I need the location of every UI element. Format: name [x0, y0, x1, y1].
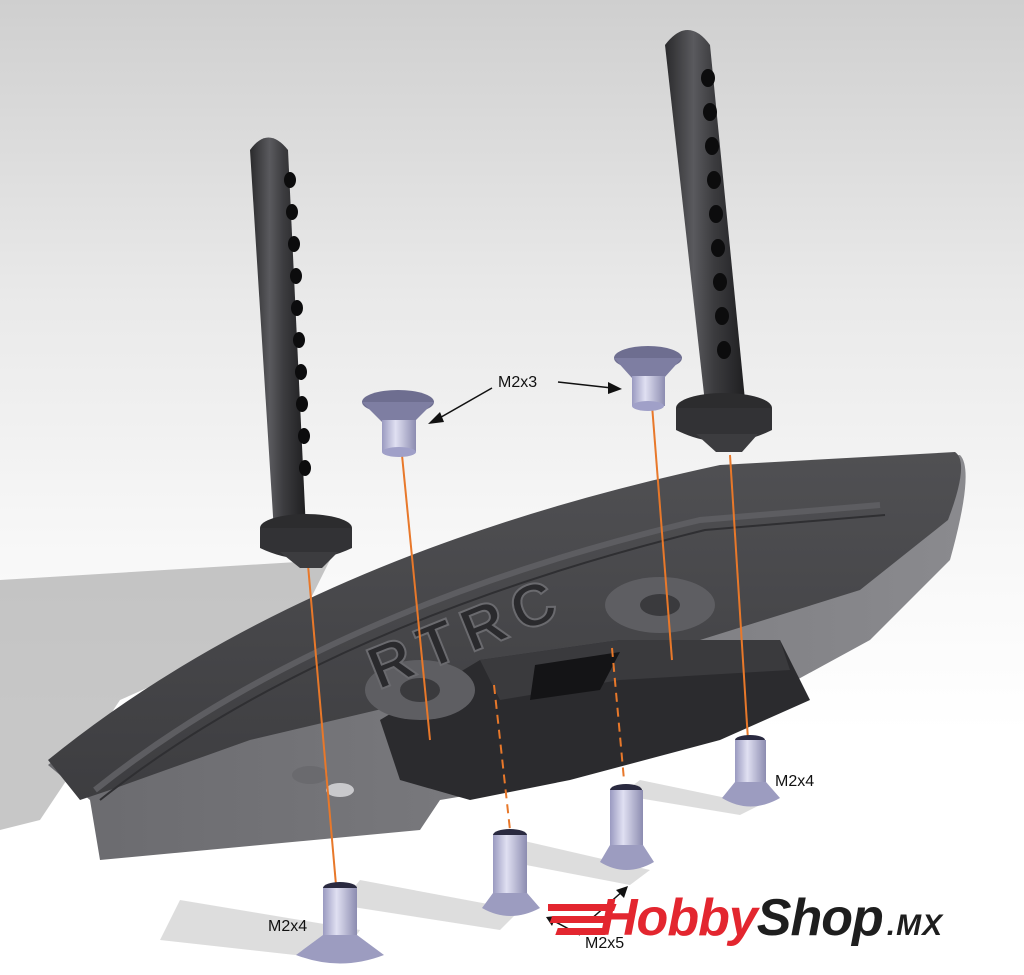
screw-m2x4-bottom-left: [296, 882, 384, 964]
body-post-right: [665, 30, 772, 452]
body-post-left: [250, 137, 352, 568]
hobbyshop-watermark-logo: Hobby Shop .MX: [600, 888, 943, 948]
screw-m2x3-left: [362, 390, 434, 457]
screw-m2x3-right: [614, 346, 682, 411]
label-m2x3: M2x3: [498, 374, 538, 391]
logo-speed-lines-icon: [548, 904, 617, 935]
assembly-guide-lines: [307, 404, 749, 886]
screw-m2x4-bottom-right: [722, 735, 780, 807]
screw-m2x5-bottom-center: [482, 829, 540, 916]
screw-m2x5-bottom-middle: [600, 784, 654, 870]
label-m2x5: M2x5: [585, 935, 625, 952]
logo-shop-text: Shop: [756, 889, 884, 947]
logo-tld-text: .MX: [886, 909, 944, 942]
label-m2x4-right: M2x4: [775, 773, 815, 790]
logo-hobby-text: Hobby: [600, 889, 758, 947]
label-m2x4-left: M2x4: [268, 918, 308, 935]
